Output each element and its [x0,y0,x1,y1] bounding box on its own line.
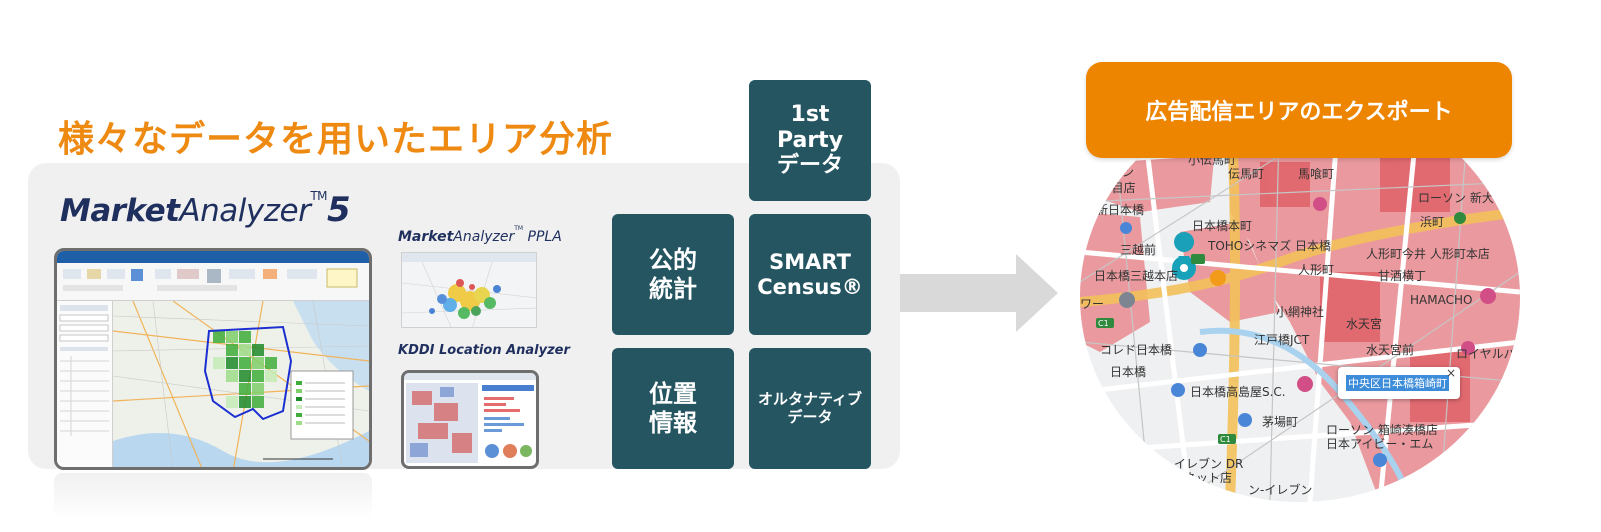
market-analyzer-5-logo: MarketAnalyzerTM5 [60,188,351,230]
app-sidebar [57,301,113,467]
tile-line: オルタナティブ [757,389,863,408]
logo-part: Analyzer [453,229,515,245]
tile-line: 1st [790,101,830,127]
map-label: 人形町今井 人形町本店 [1366,246,1490,261]
logo-part: PPLA [523,229,562,245]
map-label: 日本橋三越本店 [1094,269,1178,283]
close-icon[interactable]: × [1445,366,1456,380]
map-label: 小網神社 [1276,304,1324,319]
map-label: 日本橋 [1110,365,1146,379]
kddi-screenshot [401,370,539,469]
ribbon-icons [63,268,358,291]
app-ribbon [57,263,369,301]
map-label: イレブン DR [1174,456,1243,471]
tile-public-statistics: 公的統計 [612,214,734,335]
tile-location-data: 位置情報 [612,348,734,469]
tile-line: 公的 [649,246,697,275]
map-label: TOHOシネマズ 日本橋 [1207,238,1331,253]
map-label: 日本橋本町 [1192,219,1252,233]
logo-part: Analyzer [179,193,311,229]
area-popup[interactable]: 中央区日本橋箱崎町 × [1338,366,1460,399]
map-label: 馬喰町 [1298,166,1334,181]
map-label: 水天宮 [1346,316,1382,331]
map-label: 甘酒横丁 [1378,269,1426,283]
map-label: 日本橋高島屋S.C. [1190,384,1286,399]
ppla-map [402,253,536,327]
map-label: 茅場町 [1262,415,1298,429]
map-label: ローソン 箱崎湊橋店 [1326,422,1438,437]
map-label: ン-イレブン [1248,482,1312,497]
logo-tm: TM [514,225,524,233]
ppla-screenshot [401,252,537,328]
route-badge: C1 [1220,435,1231,444]
tile-line: 位置 [649,380,697,409]
logo-part: Market [398,229,454,245]
export-area-title: 広告配信エリアのエクスポート [1086,62,1512,158]
map-label: イレブン [1086,164,1134,179]
tile-line: 情報 [649,408,697,437]
map-label: 三越前 [1120,242,1156,257]
headline: 様々なデータを用いたエリア分析 [58,119,614,160]
logo-part: Market [60,193,180,229]
map-label: HAMACHO [1410,293,1472,307]
map-label: ネット店 [1184,471,1232,485]
tile-alternative-data: オルタナティブデータ [749,348,871,469]
tile-line: データ [787,407,833,426]
map-label: コレド日本橋 [1100,343,1172,357]
map-label: 水天宮前 [1366,342,1414,357]
map-label: ローソン 新大 [1418,190,1494,205]
market-analyzer-ppla-logo: MarketAnalyzerTM PPLA [398,225,562,245]
grid-map [113,301,369,467]
tile-line: 統計 [649,274,697,303]
map-label: 伝馬町 [1228,167,1264,181]
market-analyzer-screenshot [54,248,372,470]
logo-tm: TM [310,188,328,203]
map-label: 田2丁目店 [1080,181,1136,195]
screenshot-reflection [54,473,372,519]
tile-line: データ [776,153,843,179]
flow-arrow-icon [900,254,1058,332]
map-label: 人形町 [1298,263,1334,277]
export-area-map: イレブン 小伝馬町 伝馬町 馬喰町 田2丁目店 新日本橋 日本橋本町 ローソン … [1080,92,1520,502]
kddi-location-analyzer-logo: KDDI Location Analyzer [398,343,570,358]
app-map [113,301,369,467]
logo-version: 5 [327,190,351,230]
route-badge: C1 [1098,319,1109,328]
app-titlebar [57,251,369,263]
map-label: ロイヤルパ [1456,347,1516,361]
tile-line: Census® [757,274,863,299]
map-label: 江戸橋JCT [1254,333,1310,347]
map-label: 浜町 [1420,215,1444,229]
map-label: ワー [1080,297,1104,311]
map-label: 日本アイビー・エム [1326,437,1433,451]
tile-line: Party [776,127,844,153]
map-label: 新日本橋 [1096,202,1144,217]
popup-area-name: 中央区日本橋箱崎町 [1346,375,1449,391]
tile-line: SMART [769,249,851,274]
sidebar-rows [59,305,109,436]
kddi-dashboard [404,373,536,463]
